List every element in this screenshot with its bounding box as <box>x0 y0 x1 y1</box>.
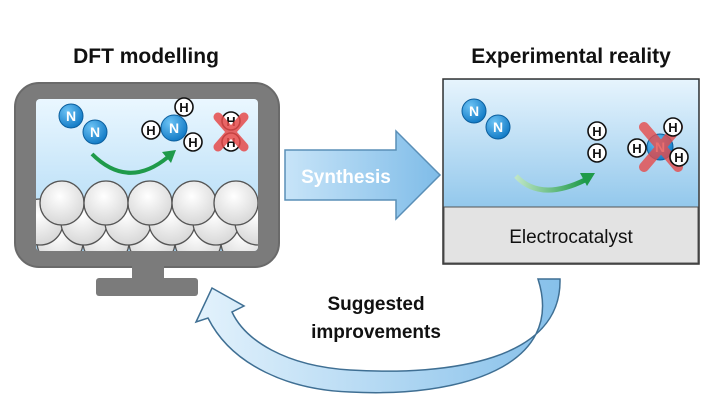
atom-label: H <box>592 146 601 161</box>
n2-molecule-left: N N <box>58 103 108 145</box>
atom-label: H <box>226 135 235 150</box>
electrocatalyst-label: Electrocatalyst <box>509 227 633 248</box>
atom-label: H <box>592 124 601 139</box>
atom-label: N <box>90 124 100 140</box>
atom-label: H <box>146 123 155 138</box>
reaction-arrow-right <box>514 173 595 193</box>
atom-label: N <box>493 119 503 135</box>
nh3-molecule-left: N H H H <box>141 97 203 152</box>
electrocatalyst-slab <box>443 206 699 264</box>
atom-label: H <box>668 120 677 135</box>
h2-molecule-right: H H <box>587 121 607 163</box>
atom-label: H <box>179 100 188 115</box>
atom-label: H <box>674 150 683 165</box>
reaction-arrow-left <box>90 150 176 175</box>
atom-label: N <box>169 120 179 136</box>
atom-label: H <box>632 141 641 156</box>
cross-icon <box>213 112 249 152</box>
h2-rejected-left: H H <box>213 111 249 152</box>
feedback-label-line2: improvements <box>311 322 441 343</box>
atom-label: N <box>469 103 479 119</box>
left-title: DFT modelling <box>73 45 219 68</box>
right-title: Experimental reality <box>471 45 671 68</box>
nh3-rejected-right: N H H H <box>627 117 689 172</box>
catalyst-surface <box>36 180 258 251</box>
n2-molecule-right: N N <box>461 98 511 140</box>
atom-label: N <box>66 108 76 124</box>
feedback-arrow: Suggested improvements <box>194 278 561 394</box>
atom-label: H <box>188 135 197 150</box>
synthesis-label: Synthesis <box>301 167 391 188</box>
feedback-label-line1: Suggested <box>327 294 424 315</box>
atom-label: H <box>226 114 235 129</box>
synthesis-arrow: Synthesis <box>284 129 442 221</box>
monitor-icon <box>14 82 280 296</box>
